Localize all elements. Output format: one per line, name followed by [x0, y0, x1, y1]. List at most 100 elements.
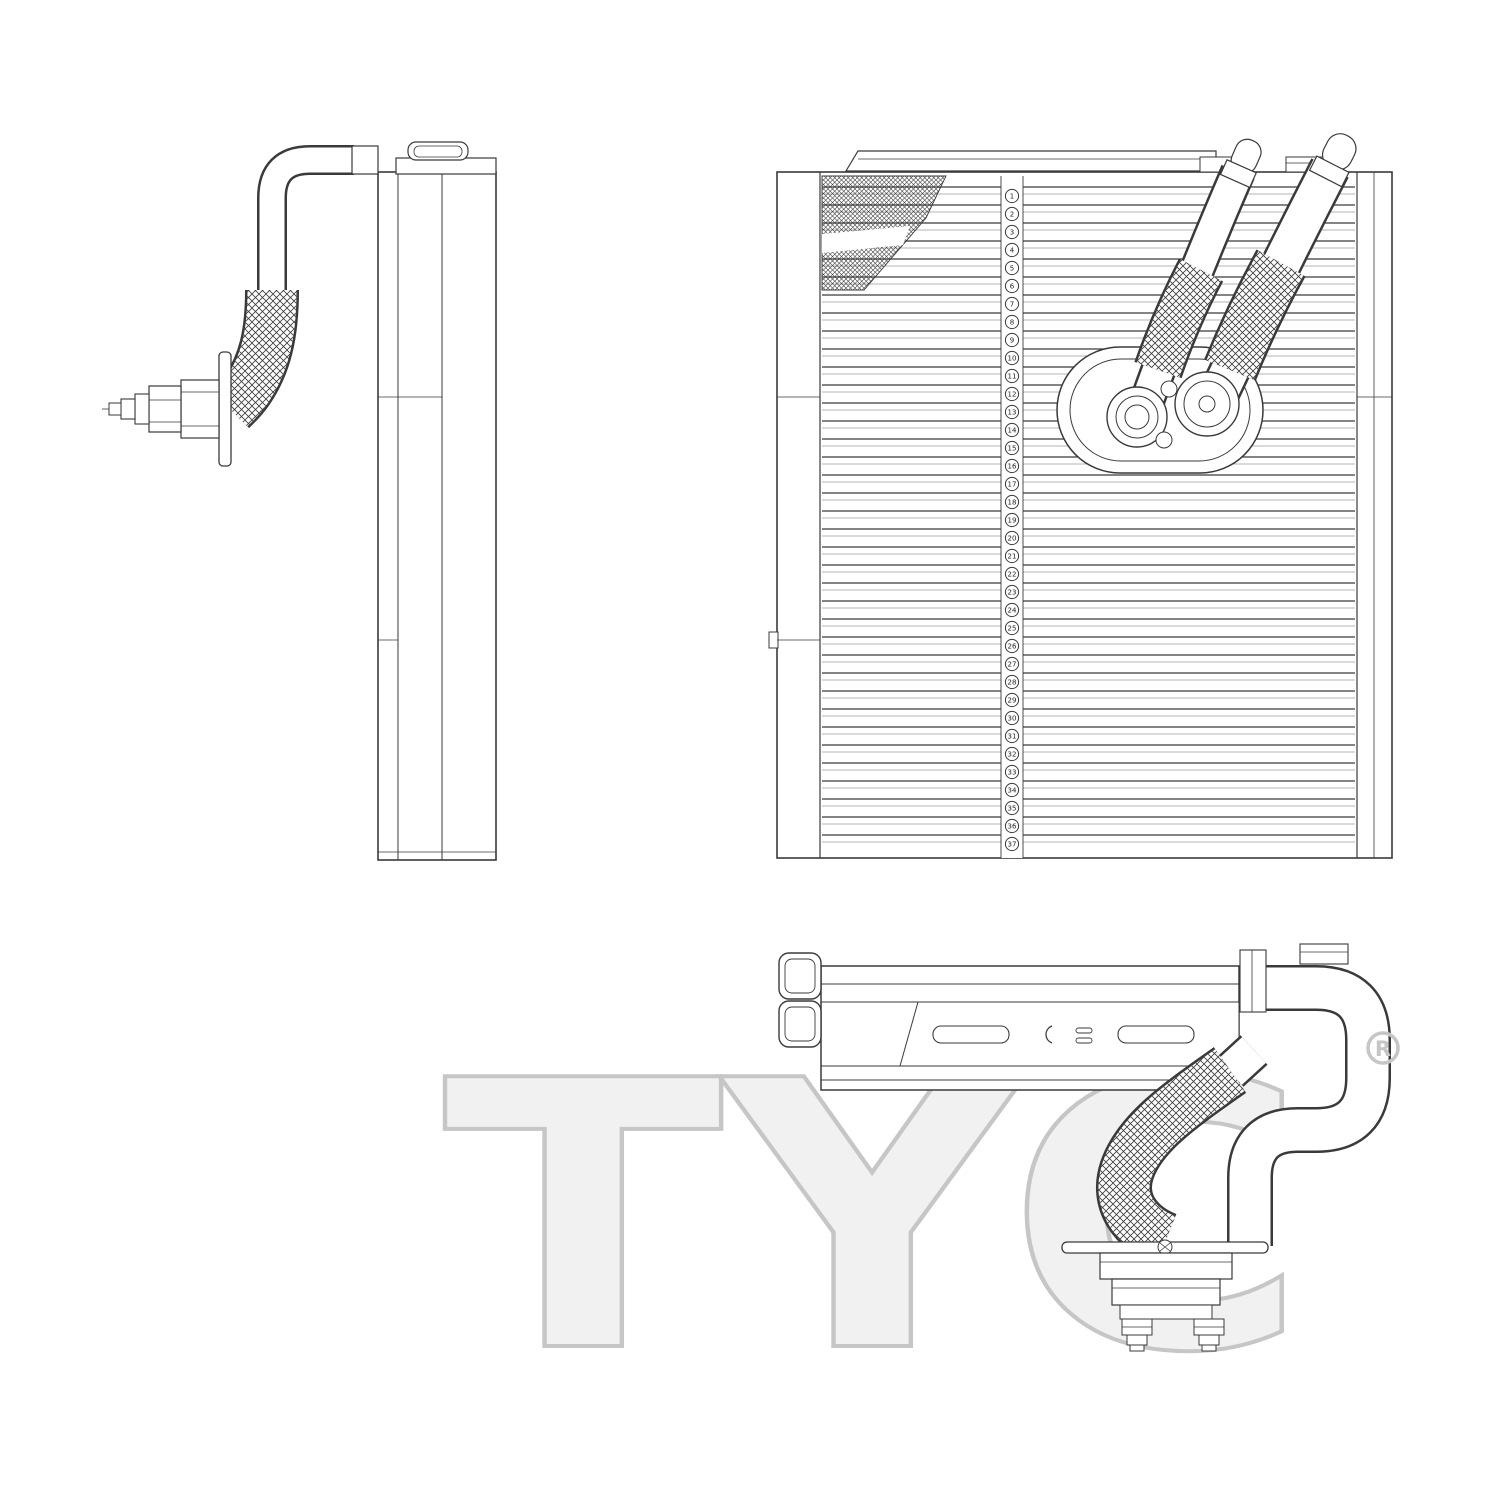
plate-number-circle	[1004, 242, 1020, 258]
plate-number-circle	[1004, 602, 1020, 618]
bracket-mark-upper	[1075, 1027, 1093, 1034]
loop-top-tab	[1299, 943, 1349, 965]
port-left	[1106, 386, 1168, 448]
bracket-slot-left	[932, 1025, 1010, 1044]
plate-number-circle	[1004, 764, 1020, 780]
corner-hatch-region	[821, 175, 947, 291]
pipe-left-top-fitting	[1219, 138, 1262, 189]
plate-number: 6	[1010, 282, 1015, 290]
plate-number-circle	[1004, 818, 1020, 834]
plate-number: 21	[1008, 552, 1017, 560]
plate-number-circle	[1004, 386, 1020, 402]
plate-number-circle	[1004, 548, 1020, 564]
plate-number: 10	[1008, 354, 1017, 362]
plate-number-circle	[1004, 512, 1020, 528]
pipe-left-braid	[1136, 259, 1221, 378]
pipe-right-braid	[1206, 250, 1304, 380]
mounting-clips	[778, 952, 822, 1048]
plate-number: 34	[1008, 786, 1017, 794]
plate-number: 1	[1010, 192, 1014, 200]
top-cap	[351, 141, 497, 175]
plate-number-circle	[1004, 836, 1020, 852]
plate-number: 30	[1008, 714, 1017, 722]
plate-number-circle	[1004, 692, 1020, 708]
plate-number: 19	[1008, 516, 1017, 524]
plate-number-circle	[1004, 710, 1020, 726]
plate-number: 4	[1010, 246, 1015, 254]
plate-number: 26	[1008, 642, 1017, 650]
plate-number: 16	[1008, 462, 1017, 470]
bottom-fitting	[1061, 1239, 1269, 1352]
port-right	[1174, 371, 1240, 437]
plate-number-circle	[1004, 674, 1020, 690]
plate-number: 15	[1008, 444, 1017, 452]
plate-number: 13	[1008, 408, 1017, 416]
plate-number-circle	[1004, 584, 1020, 600]
bolt-hole-bottom	[1155, 431, 1173, 449]
plate-number: 5	[1010, 264, 1014, 272]
plate-number-circle	[1004, 278, 1020, 294]
plate-number-circle	[1004, 458, 1020, 474]
pipe-left	[1129, 164, 1255, 411]
plate-number: 33	[1008, 768, 1017, 776]
plate-number: 28	[1008, 678, 1017, 686]
plate-number: 25	[1008, 624, 1017, 632]
pipe-right-top-fitting	[1308, 133, 1357, 188]
plate-number-circle	[1004, 638, 1020, 654]
core-slab-side	[377, 171, 497, 861]
plate-number: 22	[1008, 570, 1017, 578]
core-fins	[822, 186, 1355, 843]
plate-number-circle	[1004, 422, 1020, 438]
plate-number-circle	[1004, 746, 1020, 762]
plate-number: 36	[1008, 822, 1017, 830]
plate-number-circle	[1004, 530, 1020, 546]
plate-number: 18	[1008, 498, 1017, 506]
plate-number-circle	[1004, 206, 1020, 222]
plate-number: 9	[1010, 336, 1014, 344]
pipe-loop	[1227, 965, 1391, 1246]
front-view: 1234567891011121314151617181920212223242…	[768, 133, 1393, 859]
plate-number: 2	[1010, 210, 1014, 218]
bracket-mark-lower	[1075, 1037, 1093, 1044]
plate-number-circle	[1004, 800, 1020, 816]
registered-trademark-icon: R	[1366, 1031, 1400, 1065]
plate-number-circle	[1004, 494, 1020, 510]
side-view	[102, 141, 497, 861]
plate-number: 23	[1008, 588, 1017, 596]
plate-number-callouts: 1234567891011121314151617181920212223242…	[1004, 188, 1020, 852]
bracket-slot-right	[1117, 1025, 1195, 1044]
plate-number-circle	[1004, 260, 1020, 276]
plate-number-circle	[1004, 566, 1020, 582]
plate-number: 7	[1010, 300, 1014, 308]
plate-number: 27	[1008, 660, 1017, 668]
bolt-hole-top	[1160, 380, 1178, 398]
braided-hose-bottom	[1096, 1035, 1268, 1266]
inlet-pipe	[257, 145, 354, 296]
plate-number: 31	[1008, 732, 1017, 740]
plate-number-circle	[1004, 368, 1020, 384]
plate-number: 3	[1010, 228, 1014, 236]
top-band	[844, 150, 1345, 173]
plate-number-circle	[1004, 224, 1020, 240]
bolt-right	[1193, 1318, 1225, 1352]
plate-number: 37	[1008, 840, 1017, 848]
pipe-bracket	[1239, 949, 1267, 1013]
plate-number-circle	[1004, 296, 1020, 312]
plate-number: 20	[1008, 534, 1017, 542]
bolt-left	[1121, 1318, 1153, 1352]
plate-number-circle	[1004, 656, 1020, 672]
plate-number-circle	[1004, 314, 1020, 330]
registered-letter: R	[1375, 1037, 1391, 1061]
plate-number-circle	[1004, 440, 1020, 456]
plate-number: 17	[1008, 480, 1017, 488]
braided-hose	[210, 289, 299, 429]
plate-number-circle	[1004, 782, 1020, 798]
bracket-body	[820, 965, 1240, 1091]
plate-number: 29	[1008, 696, 1017, 704]
plate-number: 24	[1008, 606, 1017, 614]
plate-number-circle	[1004, 332, 1020, 348]
top-view	[778, 943, 1391, 1352]
plate-number-circle	[1004, 620, 1020, 636]
